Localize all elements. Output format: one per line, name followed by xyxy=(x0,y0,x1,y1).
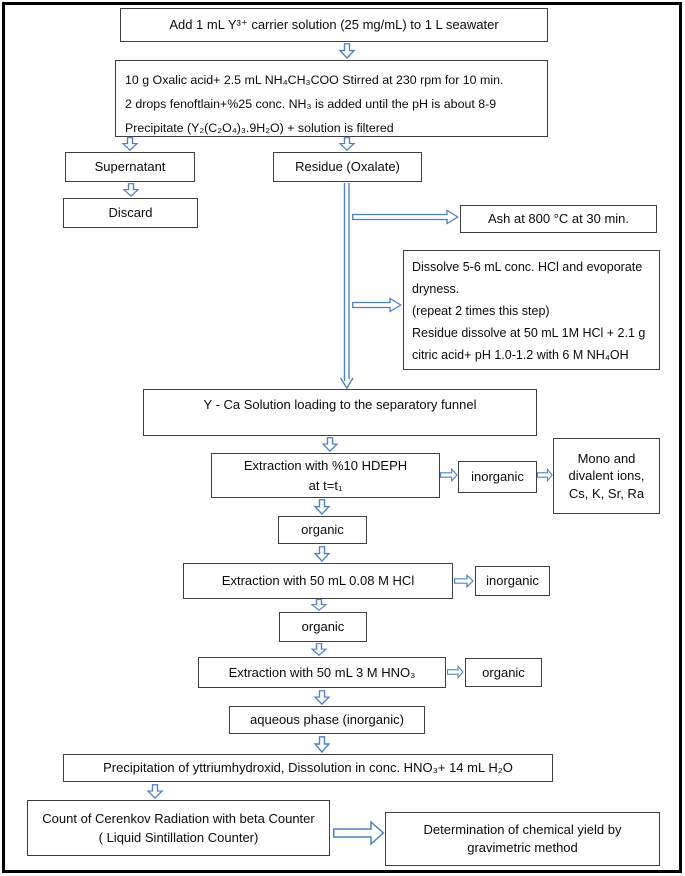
arrow-down-icon xyxy=(313,690,331,705)
oxalic-line-1: 10 g Oxalic acid+ 2.5 mL NH₄CH₃COO Stirr… xyxy=(125,73,504,87)
node-dissolve-step: Dissolve 5-6 mL conc. HCl and evoporate … xyxy=(403,250,660,370)
node-cerenkov-count: Count of Cerenkov Radiation with beta Co… xyxy=(27,800,330,856)
arrow-down-icon xyxy=(310,643,328,656)
arrow-right-icon xyxy=(447,665,464,679)
arrow-down-icon xyxy=(146,784,164,799)
cerenkov-line-2: ( Liquid Sintillation Counter) xyxy=(98,830,259,845)
arrow-right-icon xyxy=(440,468,458,482)
oxalic-line-2: 2 drops fenoftlain+%25 conc. NH₃ is adde… xyxy=(125,97,497,111)
arrow-down-icon xyxy=(313,499,331,515)
node-inorganic-1: inorganic xyxy=(458,461,537,493)
dissolve-line-3: Residue dissolve at 50 mL 1M HCl + 2.1 g… xyxy=(412,326,646,362)
node-precipitation: Precipitation of yttriumhydroxid, Dissol… xyxy=(63,754,553,782)
arrow-down-icon xyxy=(338,43,356,59)
node-extraction-hcl: Extraction with 50 mL 0.08 M HCl xyxy=(183,563,453,599)
arrow-down-icon xyxy=(310,599,328,611)
node-mono-divalent: Mono and divalent ions, Cs, K, Sr, Ra xyxy=(553,438,660,514)
node-determination: Determination of chemical yield by gravi… xyxy=(385,812,660,866)
node-aqueous-phase: aqueous phase (inorganic) xyxy=(229,706,425,734)
arrow-down-icon xyxy=(321,437,339,452)
arrow-right-icon xyxy=(352,209,459,225)
node-residue: Residue (Oxalate) xyxy=(273,152,422,182)
arrow-right-icon xyxy=(333,820,385,846)
node-oxalic-step: 10 g Oxalic acid+ 2.5 mL NH₄CH₃COO Stirr… xyxy=(115,60,548,137)
arrow-right-icon xyxy=(454,574,474,588)
node-organic-1: organic xyxy=(278,516,367,544)
extraction-hdeph-line-1: Extraction with %10 HDEPH xyxy=(243,458,408,473)
arrow-down-icon xyxy=(313,546,331,562)
arrow-down-icon xyxy=(122,183,140,197)
node-extraction-hdeph: Extraction with %10 HDEPH at t=t₁ xyxy=(211,453,440,498)
node-add-carrier: Add 1 mL Y³⁺ carrier solution (25 mg/mL)… xyxy=(120,8,548,42)
node-organic-2: organic xyxy=(279,612,367,642)
node-loading-funnel: Y - Ca Solution loading to the separator… xyxy=(143,389,537,436)
arrow-vertical-line xyxy=(339,183,355,389)
arrow-right-icon xyxy=(537,468,553,482)
node-ash: Ash at 800 °C at 30 min. xyxy=(460,205,657,233)
cerenkov-line-1: Count of Cerenkov Radiation with beta Co… xyxy=(42,810,315,826)
dissolve-line-2: (repeat 2 times this step) xyxy=(412,304,550,318)
arrow-down-icon xyxy=(121,137,139,151)
extraction-hdeph-line-2: at t=t₁ xyxy=(308,477,343,493)
arrow-down-icon xyxy=(338,137,356,151)
node-inorganic-2: inorganic xyxy=(475,566,550,596)
dissolve-line-1: Dissolve 5-6 mL conc. HCl and evoporate … xyxy=(412,260,643,296)
oxalic-line-3: Precipitate (Y₂(C₂O₄)₃.9H₂O) + solution … xyxy=(125,121,394,135)
node-extraction-hno3: Extraction with 50 mL 3 M HNO₃ xyxy=(198,657,446,688)
node-supernatant: Supernatant xyxy=(65,152,195,182)
arrow-right-icon xyxy=(352,297,402,313)
arrow-down-icon xyxy=(313,736,331,753)
node-discard: Discard xyxy=(63,198,198,228)
node-organic-3: organic xyxy=(465,658,542,687)
